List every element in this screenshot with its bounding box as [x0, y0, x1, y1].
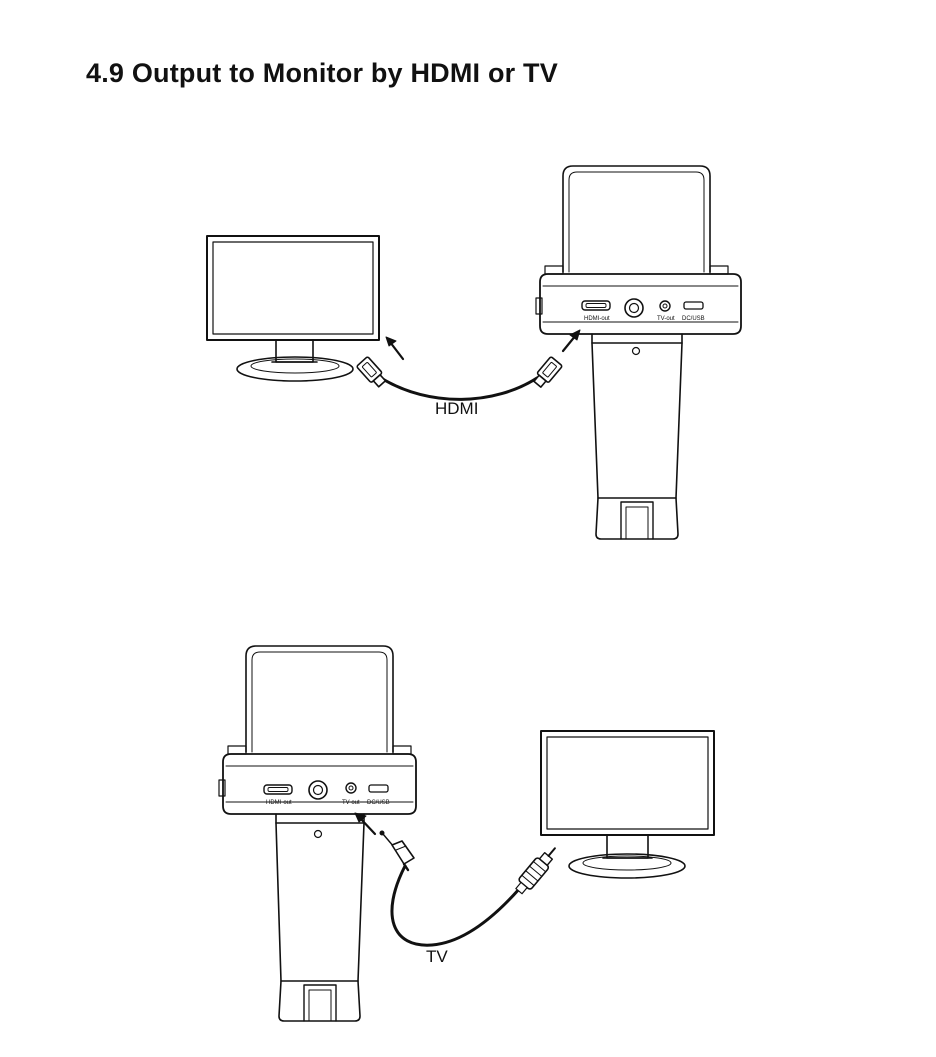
microscope-device-illustration: HDMI-out TV-out DC/USB: [218, 645, 417, 1022]
screw-icon: [313, 829, 323, 839]
port-label-tv: TV-out: [342, 800, 360, 806]
arrow-icon: [561, 329, 581, 353]
monitor-illustration: [206, 235, 380, 382]
rca-plug: [515, 847, 556, 895]
port-label-hdmi: HDMI-out: [584, 316, 610, 322]
page-title: 4.9 Output to Monitor by HDMI or TV: [86, 58, 558, 88]
audio-jack-plug: [379, 830, 415, 872]
tv-connection-figure: HDMI-out TV-out DC/USB: [218, 645, 715, 1022]
hdmi-cable: [356, 356, 563, 401]
tv-out-jack: [659, 300, 671, 312]
hdmi-cable-label: HDMI: [435, 399, 478, 418]
dc-usb-port: [683, 301, 704, 310]
tv-cable: [379, 830, 556, 947]
monitor-illustration: [540, 730, 715, 879]
port-label-tv: TV-out: [657, 316, 675, 322]
arrow-icon: [385, 336, 405, 361]
tv-out-jack: [345, 782, 357, 794]
microscope-device-illustration: HDMI-out TV-out DC/USB: [535, 165, 742, 540]
screw-icon: [631, 346, 641, 356]
port-panel: HDMI-out TV-out DC/USB: [581, 298, 705, 322]
port-label-hdmi: HDMI-out: [266, 800, 292, 806]
port-label-dcusb: DC/USB: [367, 800, 390, 806]
hdmi-port: [581, 300, 611, 311]
hdmi-port: [263, 784, 293, 795]
arrow-icon: [354, 812, 377, 836]
tv-cable-label: TV: [426, 947, 448, 966]
dc-usb-port: [368, 784, 389, 793]
hdmi-connection-figure: HDMI-out TV-out DC/USB: [206, 165, 742, 540]
port-panel: HDMI-out TV-out DC/USB: [263, 780, 390, 806]
port-label-dcusb: DC/USB: [682, 316, 705, 322]
